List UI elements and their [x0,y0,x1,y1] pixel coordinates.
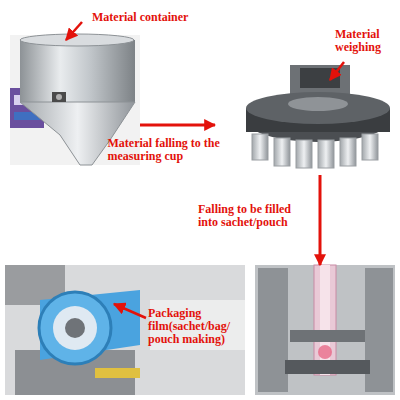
photo-node: Packaging film(sachet/bag/ pouch making) [5,265,245,395]
filling-photo [255,265,395,395]
leader-arrow [330,62,344,80]
leader-arrow [66,22,82,40]
weigher-photo [215,65,395,175]
arrow-label: Material falling to the measuring cup [108,137,248,163]
photo-node: Material weighing [215,65,395,175]
leader-arrow [114,304,146,318]
station-label: Packaging film(sachet/bag/ pouch making) [148,307,248,346]
flow-arrow [140,124,215,127]
photo-node: Falling to be filled into sachet/pouch [255,265,395,395]
station-label: Material container [92,11,202,24]
flow-arrow [319,175,322,265]
station-label: Falling to be filled into sachet/pouch [198,203,310,229]
station-label: Material weighing [335,28,397,54]
